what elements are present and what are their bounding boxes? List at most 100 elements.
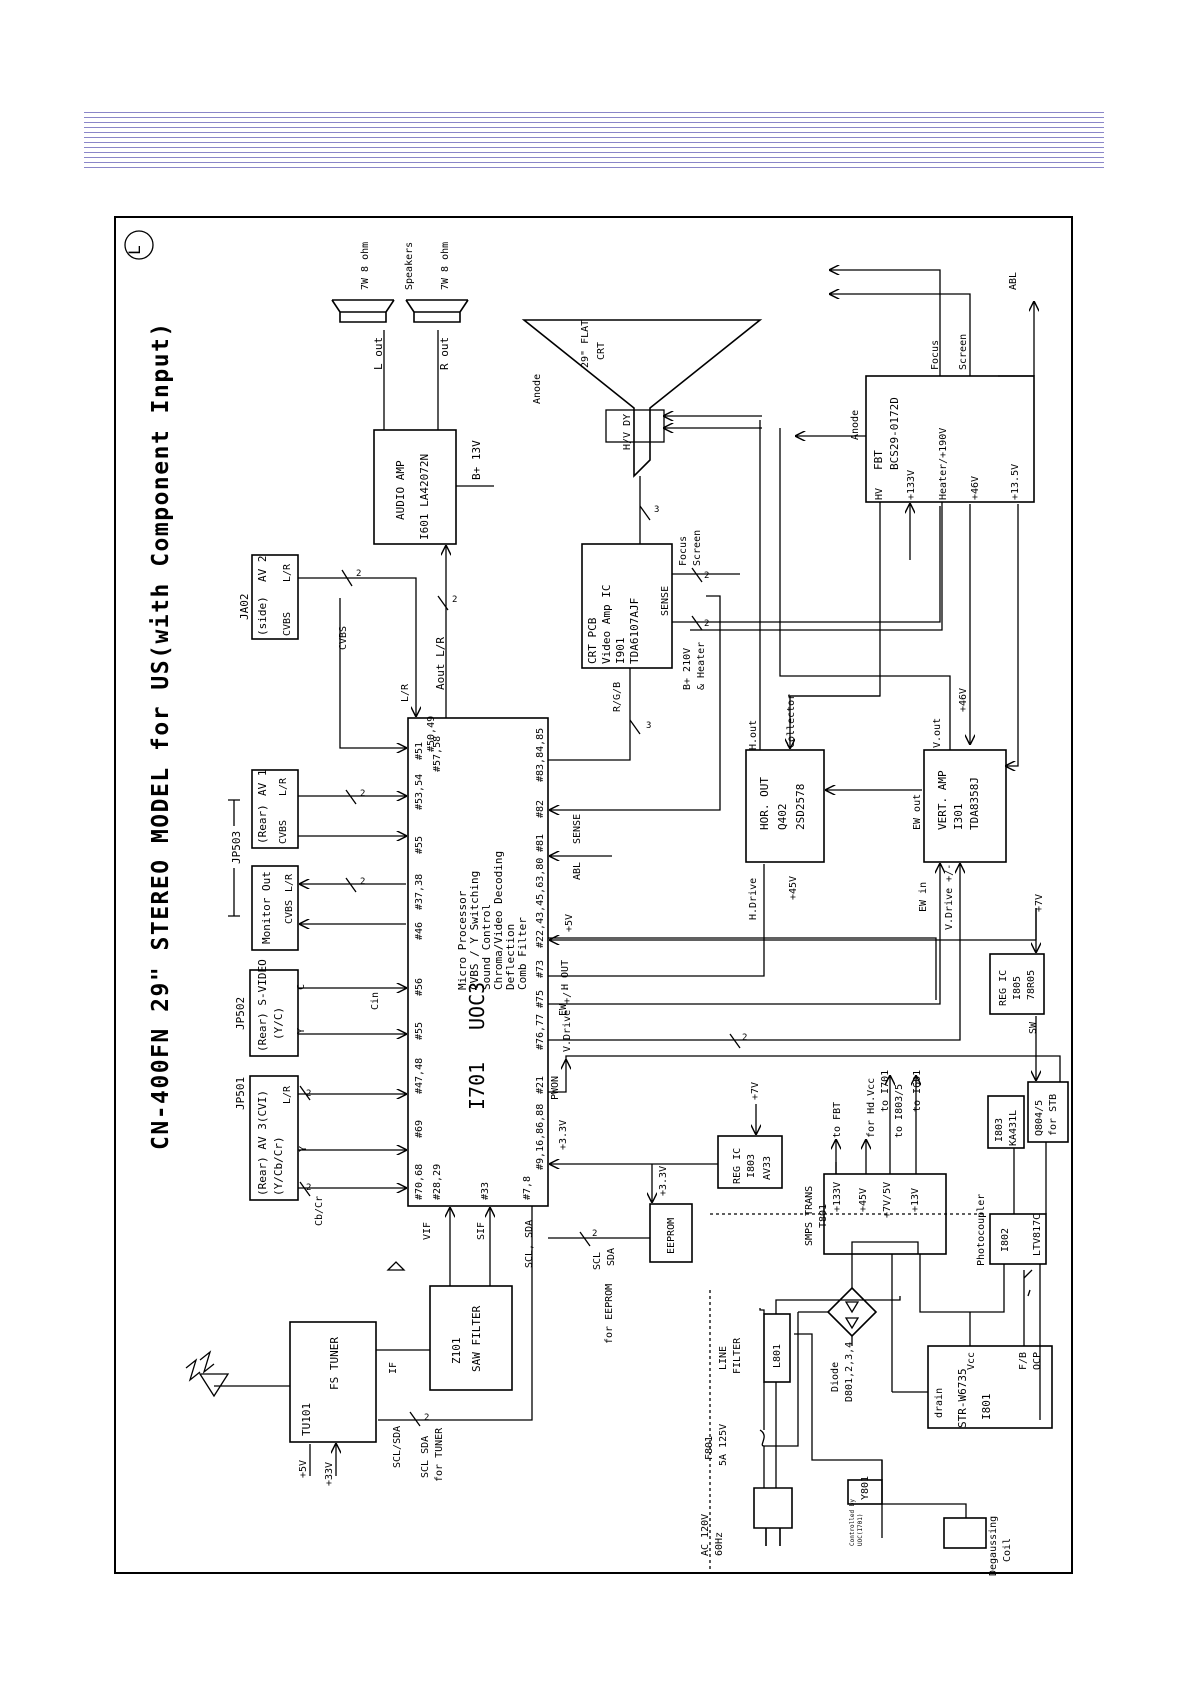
- diode-bridge: Diode D801,2,3,4: [797, 1241, 919, 1402]
- svg-text:Screen: Screen: [692, 530, 703, 566]
- svg-text:LINE: LINE: [718, 1346, 729, 1370]
- svg-text:+7V: +7V: [1034, 894, 1045, 912]
- vert-amp: VERT. AMP I301 TDA8358J EW out EW in V.o…: [548, 428, 1007, 1041]
- svg-text:D801,2,3,4: D801,2,3,4: [844, 1342, 855, 1402]
- svg-text:+7V: +7V: [750, 1082, 761, 1100]
- corner-mark-label: L: [125, 245, 144, 255]
- svg-text:to I701: to I701: [880, 1070, 891, 1112]
- svg-text:Diode: Diode: [830, 1362, 841, 1392]
- svg-text:+5V: +5V: [298, 1460, 309, 1478]
- svg-text:Collector: Collector: [786, 694, 797, 748]
- svg-text:I802: I802: [1000, 1228, 1011, 1252]
- smps-trans: SMPS TRANS T801 +133V +45V +7V/5V +13V t…: [804, 1070, 947, 1255]
- svg-text:Anode: Anode: [532, 374, 543, 404]
- svg-text:for EEPROM: for EEPROM: [604, 1284, 615, 1344]
- svg-text:Monitor Out: Monitor Out: [260, 871, 273, 944]
- svg-text:V.out: V.out: [932, 718, 943, 748]
- svg-text:#37,38: #37,38: [414, 874, 425, 910]
- main-ic-name: UOC3: [465, 982, 489, 1030]
- diagram-title: CN-400FN 29" STEREO MODEL for US(with Co…: [148, 321, 174, 1150]
- svg-text:#82: #82: [535, 800, 546, 818]
- svg-text:OCP: OCP: [1032, 1352, 1043, 1370]
- header-band: [84, 112, 1104, 172]
- main-ic-box: [407, 717, 549, 1207]
- svg-text:SAW FILTER: SAW FILTER: [470, 1305, 483, 1372]
- svg-text:SENSE: SENSE: [572, 814, 583, 844]
- svg-text:SCL, SDA: SCL, SDA: [524, 1220, 535, 1268]
- svg-text:I805: I805: [1012, 976, 1023, 1000]
- svg-text:+133V: +133V: [832, 1182, 843, 1212]
- corner-mark: [124, 230, 154, 260]
- svg-text:FS TUNER: FS TUNER: [328, 1337, 341, 1390]
- svg-text:R/G/B: R/G/B: [612, 682, 623, 712]
- svg-text:L out: L out: [372, 337, 385, 370]
- svg-text:F/B: F/B: [1018, 1352, 1029, 1370]
- eeprom: EEPROM SCL SDA for EEPROM SCL, SDA: [524, 1203, 693, 1344]
- svg-text:H.Drive: H.Drive: [748, 878, 759, 920]
- svg-text:Video Amp IC: Video Amp IC: [600, 585, 613, 664]
- svg-text:SMPS TRANS: SMPS TRANS: [804, 1186, 815, 1246]
- svg-text:2: 2: [704, 571, 709, 581]
- input-ja02: JA02 (side) AV 2 CVBS L/R CVBS L/R: [238, 554, 411, 702]
- svg-text:EW in: EW in: [918, 882, 929, 912]
- main-ic-pins: #51 #50,49 #57,58 #53,54 #55 #37,38 #46 …: [414, 716, 546, 1200]
- input-jp502: JP502 (Rear) S-VIDEO (Y/C) C Y Cin: [234, 959, 381, 1057]
- svg-text:HV: HV: [874, 488, 885, 500]
- svg-text:Cin: Cin: [370, 992, 381, 1010]
- svg-text:+45V: +45V: [858, 1188, 869, 1212]
- fbt: FBT BCS29-0172D HV +133V Heater/+190V +4…: [690, 270, 1034, 766]
- svg-text:CVBS / Y Switching: CVBS / Y Switching: [468, 871, 481, 990]
- svg-text:#57,58: #57,58: [432, 736, 443, 772]
- svg-text:#69: #69: [414, 1120, 425, 1138]
- svg-text:REG IC: REG IC: [732, 1148, 743, 1184]
- svg-text:CRT PCB: CRT PCB: [586, 617, 599, 664]
- svg-text:#33: #33: [480, 1182, 491, 1200]
- svg-text:Q402: Q402: [776, 804, 789, 831]
- crt: 29" FLAT CRT Anode H/V DY: [521, 319, 763, 478]
- svg-text:FILTER: FILTER: [732, 1337, 743, 1374]
- svg-text:Comb Filter: Comb Filter: [516, 917, 529, 990]
- svg-text:EEPROM: EEPROM: [666, 1218, 677, 1254]
- svg-text:#83,84,85: #83,84,85: [535, 728, 546, 782]
- svg-text:AC 120V: AC 120V: [700, 1514, 711, 1556]
- svg-text:AV 2: AV 2: [256, 556, 269, 583]
- svg-text:EW: EW: [558, 1003, 569, 1016]
- svg-text:(Rear): (Rear): [256, 804, 269, 844]
- svg-text:FBT: FBT: [872, 450, 885, 470]
- svg-text:Sound Control: Sound Control: [480, 904, 493, 990]
- svg-text:JA02: JA02: [238, 594, 251, 621]
- svg-text:CRT: CRT: [596, 342, 607, 360]
- svg-text:for TUNER: for TUNER: [434, 1427, 445, 1482]
- svg-text:HOR. OUT: HOR. OUT: [758, 777, 771, 830]
- svg-text:Vcc: Vcc: [966, 1352, 977, 1370]
- svg-text:L801: L801: [772, 1344, 783, 1368]
- svg-text:2: 2: [356, 569, 361, 579]
- svg-text:+46V: +46V: [970, 476, 981, 500]
- svg-text:#56: #56: [414, 978, 425, 996]
- svg-text:2: 2: [306, 1183, 311, 1193]
- svg-text:JP501: JP501: [234, 1077, 247, 1110]
- svg-text:Z101: Z101: [450, 1338, 463, 1365]
- svg-text:CVBS: CVBS: [338, 626, 349, 650]
- main-ic-label: I701: [465, 1062, 489, 1110]
- svg-text:+33V: +33V: [324, 1462, 335, 1486]
- svg-text:78R05: 78R05: [1026, 970, 1037, 1000]
- svg-text:(Rear) AV 3(CVI): (Rear) AV 3(CVI): [256, 1090, 269, 1196]
- svg-text:+3.3V: +3.3V: [658, 1166, 669, 1196]
- svg-text:60Hz: 60Hz: [714, 1532, 725, 1556]
- svg-text:CVBS: CVBS: [284, 900, 295, 924]
- svg-text:Y: Y: [298, 1146, 309, 1152]
- main-ic-functions: Micro Processor CVBS / Y Switching Sound…: [456, 851, 529, 990]
- svg-text:(Y/C): (Y/C): [272, 1007, 285, 1040]
- svg-text:H OUT: H OUT: [560, 960, 571, 990]
- svg-text:VIF: VIF: [422, 1222, 433, 1240]
- svg-text:AUDIO AMP: AUDIO AMP: [394, 460, 407, 520]
- svg-text:#51: #51: [414, 742, 425, 760]
- svg-text:V.Drive +/-: V.Drive +/-: [562, 986, 573, 1052]
- svg-text:C: C: [296, 984, 307, 990]
- svg-text:#28,29: #28,29: [432, 1164, 443, 1200]
- svg-text:#76,77: #76,77: [535, 1014, 546, 1050]
- svg-text:TU101: TU101: [300, 1403, 313, 1436]
- svg-text:#7,8: #7,8: [522, 1176, 533, 1200]
